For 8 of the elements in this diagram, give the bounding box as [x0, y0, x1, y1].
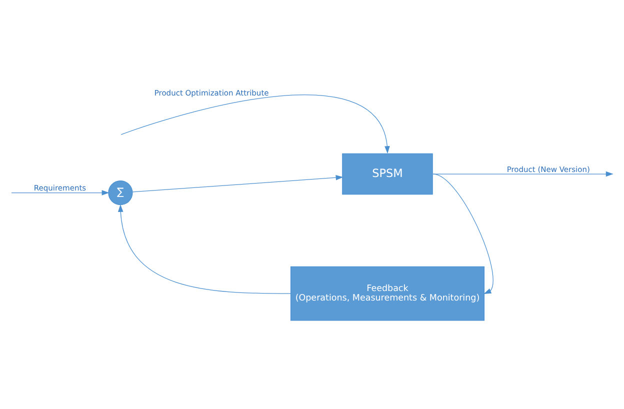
arrow [120, 94, 390, 154]
node-circle: ∑ [108, 180, 133, 205]
node-box: SPSM [342, 152, 433, 194]
arrow [118, 204, 292, 294]
arrow [11, 190, 110, 195]
node-box: Feedback (Operations, Measurements & Monitoring) [290, 266, 485, 320]
arrow [132, 174, 344, 192]
arrow [432, 170, 614, 176]
